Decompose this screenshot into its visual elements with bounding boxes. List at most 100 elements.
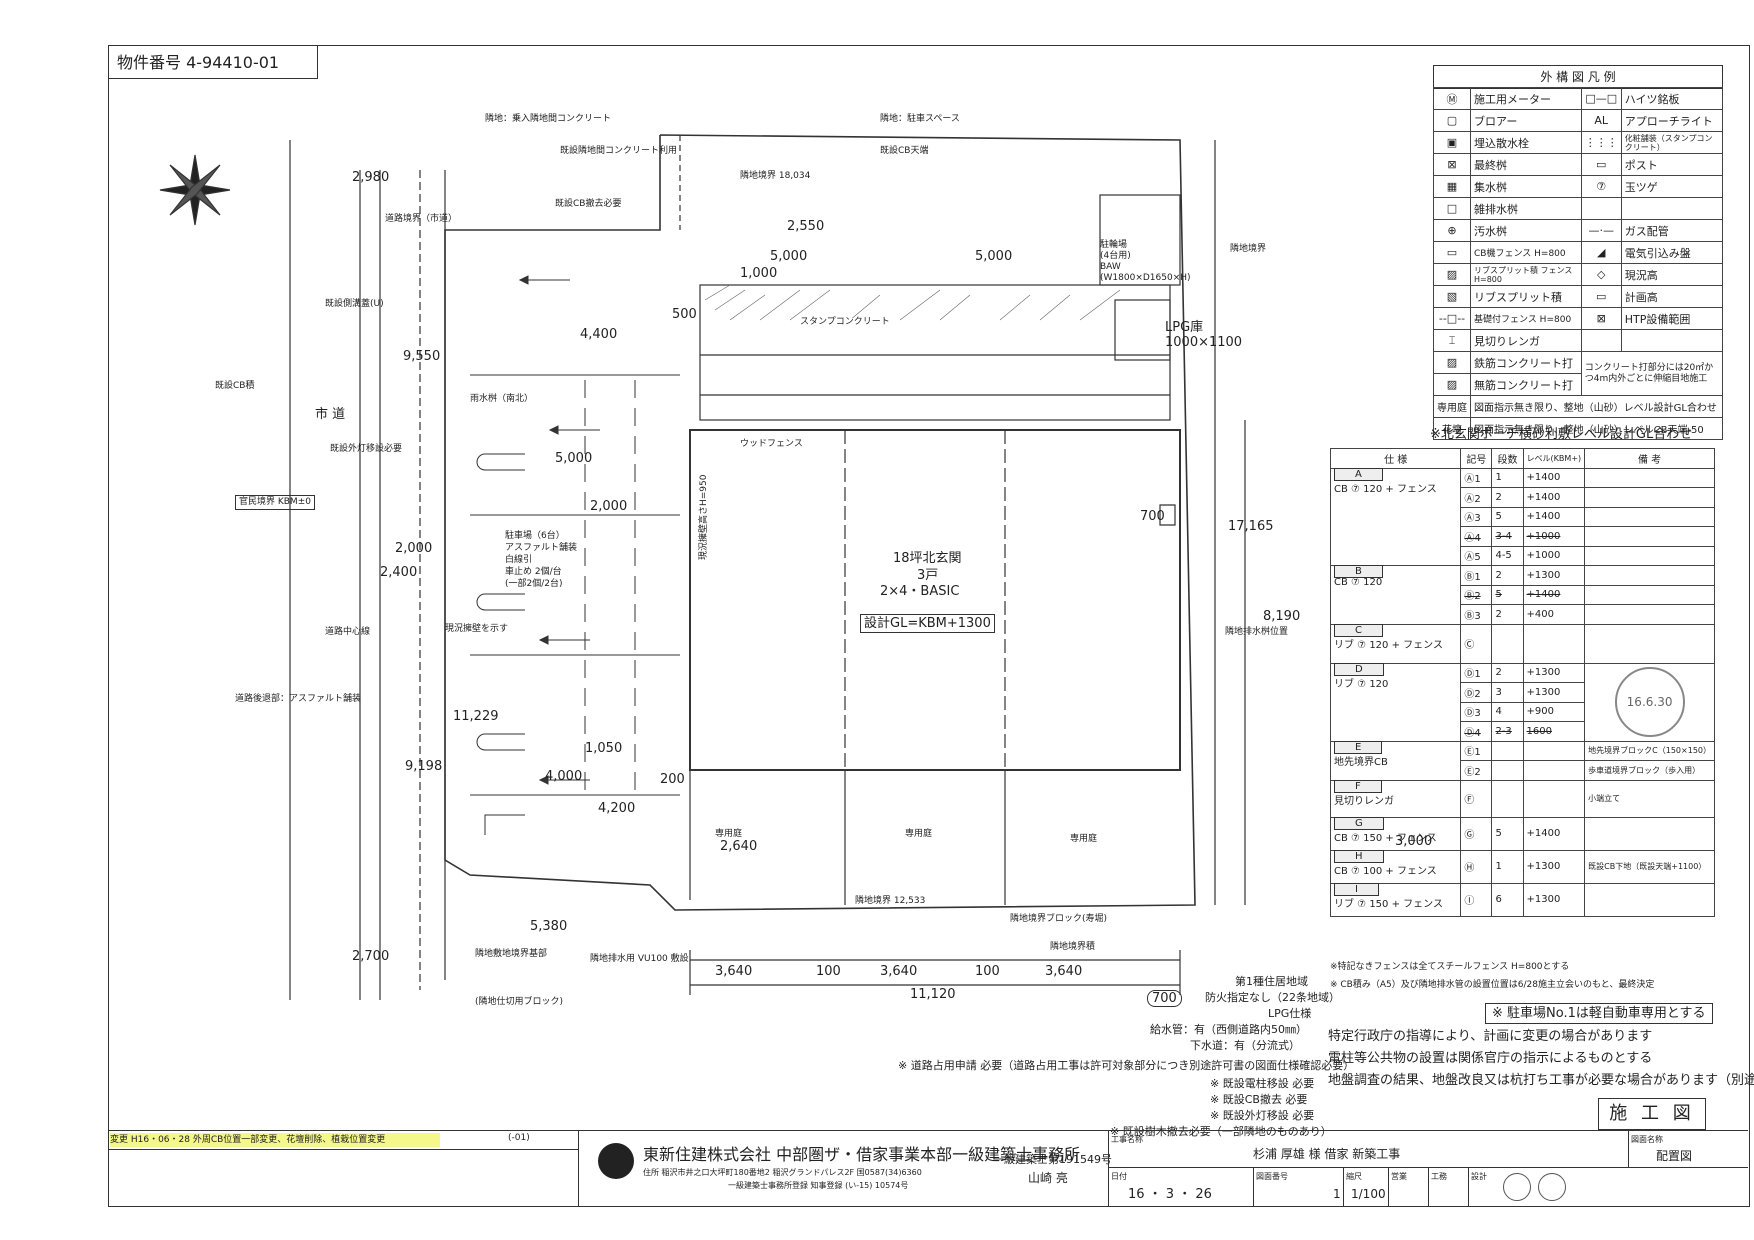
spec-desc: 地先境界CB	[1334, 756, 1388, 768]
spec-key: F	[1334, 779, 1382, 793]
spec-cell: 1600	[1522, 721, 1586, 742]
spec-key: E	[1334, 740, 1383, 754]
spec-cell	[1491, 623, 1524, 664]
road-label: 市 道	[315, 407, 346, 422]
road-note: ※ 道路占用申請 必要（道路占用工事は許可対象部分につき別途許可書の図面仕様確認…	[898, 1059, 1355, 1072]
spec-cell	[1522, 623, 1586, 664]
legend-label: 現況高	[1620, 263, 1724, 286]
legend-symbol: AL	[1580, 109, 1622, 132]
legend-label: 施工用メーター	[1470, 87, 1582, 110]
legend-row: --□--基礎付フェンス H=800⊠HTP設備範囲	[1433, 307, 1724, 330]
spec-cell: Ⓗ	[1460, 849, 1493, 884]
legend-symbol: ⋮⋮⋮	[1580, 131, 1622, 154]
dimension: 9,198	[405, 759, 443, 774]
legend-symbol	[1580, 329, 1622, 352]
design-check-label: 設計	[1471, 1172, 1487, 1181]
dimension: 5,380	[530, 919, 568, 934]
north-arrow-icon	[159, 154, 231, 226]
dimension: 8,190	[1263, 609, 1301, 624]
dimension: 100	[816, 964, 841, 979]
spec-cell: 3-4	[1491, 526, 1524, 547]
legend-symbol: ▨	[1433, 263, 1471, 286]
legend-label: コンクリート打部分には20㎡かつ4m内外ごとに伸縮目地施工	[1580, 351, 1724, 396]
spec-cell: +1400	[1522, 506, 1586, 527]
legend-symbol: ▭	[1580, 153, 1622, 176]
architect-number: 一級建築士第191549号	[993, 1153, 1112, 1166]
spec-cell: 5	[1491, 816, 1524, 851]
drawing-name-label: 図面名称	[1631, 1135, 1663, 1144]
plan-label: 現況擁壁を示す	[445, 624, 509, 634]
company-logo-icon	[598, 1143, 634, 1179]
spec-cell: 2-3	[1491, 721, 1524, 742]
spec-cell: +400	[1522, 604, 1586, 625]
spec-cell: 3	[1491, 682, 1524, 703]
building-title: 18坪北玄関	[893, 551, 962, 566]
spec-key: C	[1334, 623, 1383, 637]
spec-cell: +1000	[1522, 526, 1586, 547]
spec-header: 段数	[1491, 448, 1524, 469]
spec-cell	[1584, 467, 1715, 488]
legend-label: 玉ツゲ	[1620, 175, 1724, 198]
spec-cell	[1584, 623, 1715, 664]
property-number: 物件番号 4-94410-01	[108, 45, 318, 79]
drawing-number-label: 図面番号	[1256, 1172, 1288, 1181]
date-label: 日付	[1111, 1172, 1127, 1181]
general-note: 電柱等公共物の設置は関係官庁の指示によるものとする	[1328, 1051, 1653, 1066]
approval-seal-icon	[1538, 1173, 1566, 1201]
dimension: 2,550	[787, 219, 825, 234]
plan-label: 既設隣地間コンクリート利用	[560, 146, 678, 156]
legend-symbol: ⌶	[1433, 329, 1471, 352]
dimension: 3,640	[880, 964, 918, 979]
legend-label: リブスプリット積 フェンス H=800	[1470, 263, 1582, 286]
plan-label: 隣地排水用 VU100 敷設	[590, 954, 689, 964]
dimension: 2,640	[720, 839, 758, 854]
dimension: 1,000	[740, 266, 778, 281]
dimension: 1,050	[585, 741, 623, 756]
legend-label: 基礎付フェンス H=800	[1470, 307, 1582, 330]
drawing-sheet	[108, 45, 1750, 1207]
spec-cell	[1584, 487, 1715, 508]
spec-desc: 見切りレンガ	[1334, 795, 1394, 807]
plan-label: 隣地排水桝位置	[1225, 627, 1289, 637]
zone-info: 下水道：有（分流式）	[1190, 1039, 1300, 1052]
bike-parking-label: 駐輪場 (4台用) BAW (W1800×D1650×H)	[1100, 240, 1191, 283]
drawing-stage-label: 施 工 図	[1598, 1098, 1706, 1130]
dimension: 17,165	[1228, 519, 1274, 534]
legend-symbol: ◢	[1580, 241, 1622, 264]
legend-row: ▨鉄筋コンクリート打コンクリート打部分には20㎡かつ4m内外ごとに伸縮目地施工	[1433, 351, 1724, 396]
spec-cell: Ⓐ1	[1460, 467, 1493, 488]
spec-cell: 5	[1491, 506, 1524, 527]
legend-label: 汚水桝	[1470, 219, 1582, 242]
spec-header-row: 仕 様 記号 段数 レベル(KBM+) 備 考	[1329, 448, 1715, 469]
legend-symbol: ◇	[1580, 263, 1622, 286]
spec-cell: Ⓓ3	[1460, 701, 1493, 722]
legend-label: 埋込散水栓	[1470, 131, 1582, 154]
legend-symbol	[1580, 197, 1622, 220]
building-type: 2×4・BASIC	[880, 584, 960, 599]
plan-label: 隣地境界 18,034	[740, 171, 811, 181]
legend-symbol: ▦	[1433, 175, 1471, 198]
legend-row: ⊕汚水桝—·—ガス配管	[1433, 219, 1724, 242]
spec-cell: 地先境界ブロックC（150×150）	[1584, 740, 1715, 761]
road-note: ※ 既設電柱移設 必要	[1210, 1077, 1315, 1090]
legend-label: ブロアー	[1470, 109, 1582, 132]
spec-desc: CB ⑦ 120 + フェンス	[1334, 483, 1437, 495]
title-block: 変更 H16・06・28 外周CB位置一部変更、花壇削除、植栽位置変更 (-01…	[108, 1130, 1748, 1206]
spec-cell: Ⓓ1	[1460, 662, 1493, 683]
spec-cell: Ⓓ2	[1460, 682, 1493, 703]
legend-symbol: ⊠	[1433, 153, 1471, 176]
legend-row: 専用庭図面指示無き限り、整地（山砂）レベル設計GL合わせ	[1433, 395, 1723, 418]
plan-label: 既設外灯移設必要	[330, 444, 403, 454]
spec-cell: +1400	[1522, 467, 1586, 488]
legend-label: HTP設備範囲	[1620, 307, 1724, 330]
plan-label: 既設CB天端	[880, 146, 929, 156]
plan-label: スタンプコンクリート	[800, 317, 890, 327]
legend-symbol: —·—	[1580, 219, 1622, 242]
